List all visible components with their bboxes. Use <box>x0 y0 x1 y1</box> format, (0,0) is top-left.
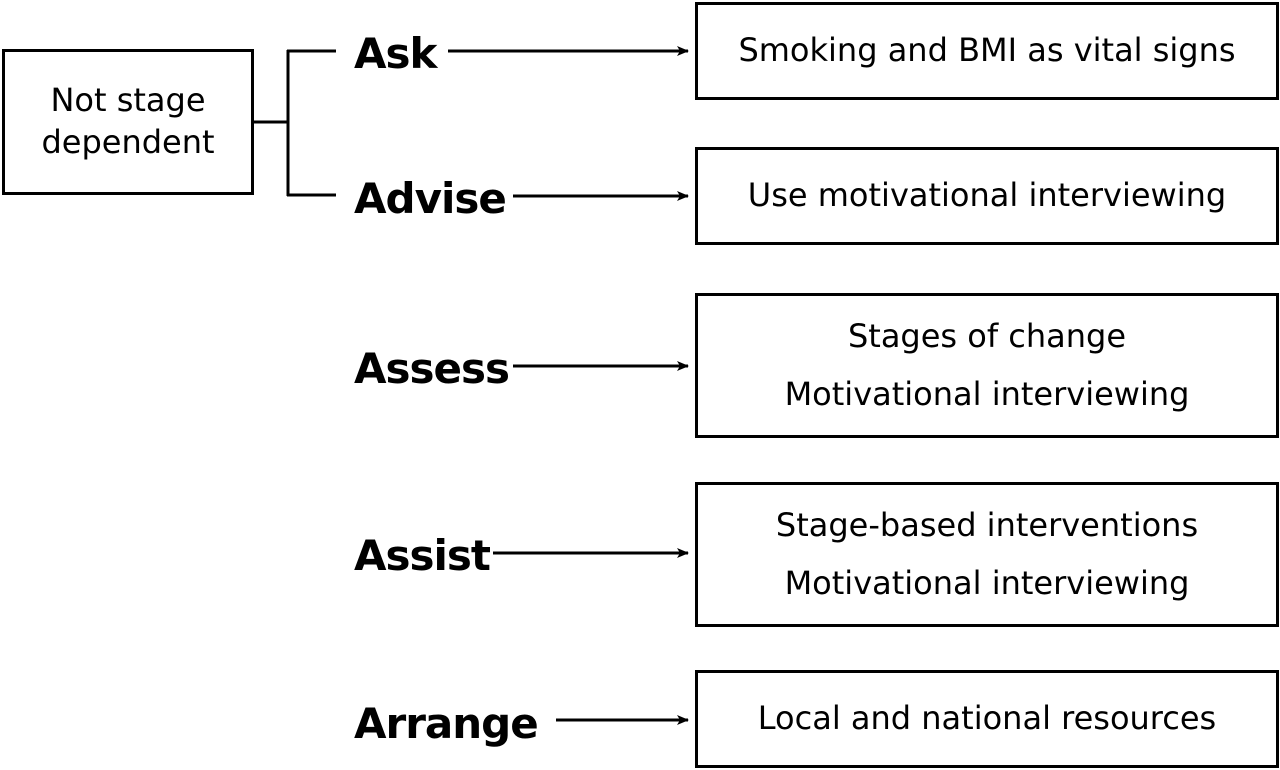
assess-box: Stages of change Motivational interviewi… <box>695 293 1279 438</box>
step-label-assist: Assist <box>354 531 491 580</box>
step-label-advise: Advise <box>354 174 507 223</box>
step-label-arrange: Arrange <box>354 699 539 748</box>
left-box-line-1: Not stage <box>50 81 206 120</box>
advise-box-line-1: Use motivational interviewing <box>747 176 1227 215</box>
step-label-ask: Ask <box>354 29 437 78</box>
advise-box: Use motivational interviewing <box>695 147 1279 245</box>
assess-box-line-2: Motivational interviewing <box>784 374 1190 413</box>
step-label-assess: Assess <box>354 344 510 393</box>
assist-box-line-1: Stage-based interventions <box>775 505 1199 544</box>
left-box-line-2: dependent <box>41 123 215 161</box>
assist-box-line-2: Motivational interviewing <box>784 563 1190 602</box>
not-stage-dependent-box: Not stage dependent <box>2 49 254 195</box>
arrange-box: Local and national resources <box>695 670 1279 768</box>
assess-box-line-1: Stages of change <box>847 316 1127 355</box>
assist-box: Stage-based interventions Motivational i… <box>695 482 1279 627</box>
ask-box-line-1: Smoking and BMI as vital signs <box>738 31 1236 70</box>
ask-box: Smoking and BMI as vital signs <box>695 2 1279 100</box>
arrange-box-line-1: Local and national resources <box>757 699 1217 738</box>
